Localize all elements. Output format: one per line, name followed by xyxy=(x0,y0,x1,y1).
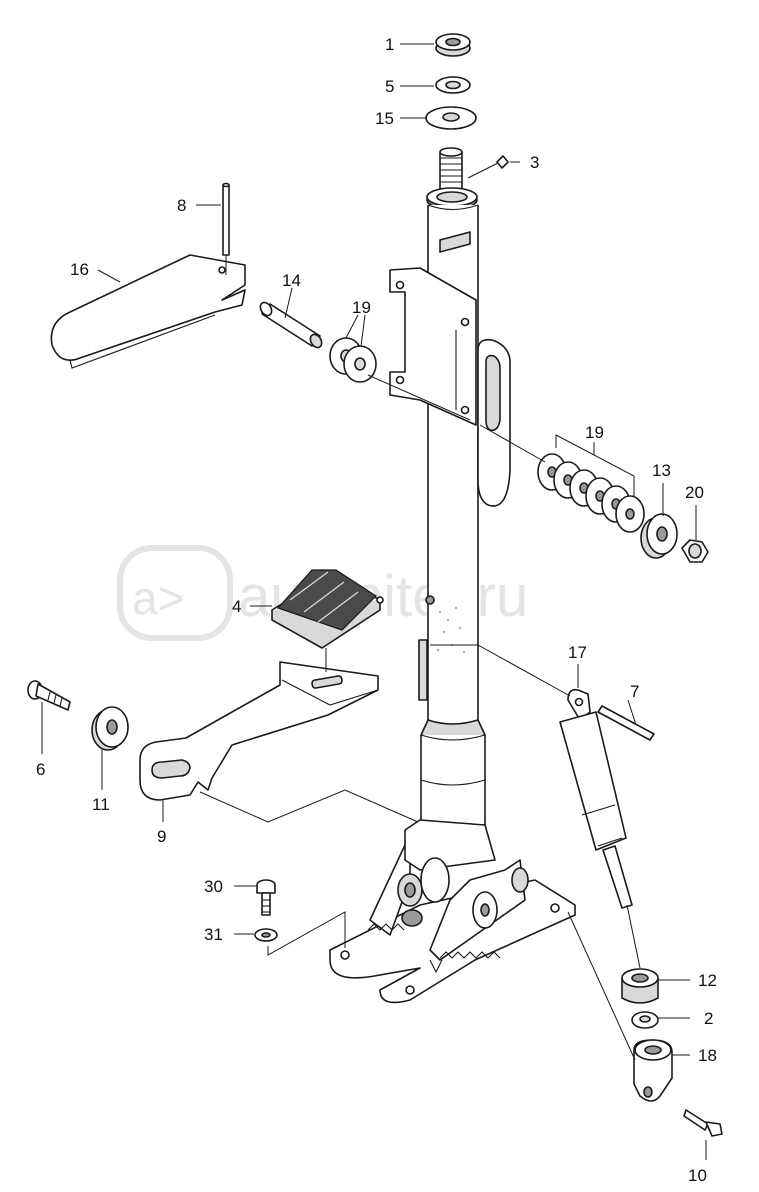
callout-5: 5 xyxy=(385,77,394,96)
lever-part-16 xyxy=(50,254,246,369)
bolt-part-6 xyxy=(27,680,71,711)
callout-3: 3 xyxy=(530,153,539,172)
callout-18: 18 xyxy=(698,1046,717,1065)
callout-20: 20 xyxy=(685,483,704,502)
callout-12: 12 xyxy=(698,971,717,990)
callout-30: 30 xyxy=(204,877,223,896)
pin-part-14 xyxy=(259,301,323,349)
callout-31: 31 xyxy=(204,925,223,944)
washer-part-31 xyxy=(254,928,278,942)
callout-11: 11 xyxy=(92,795,110,814)
bushing-part-12 xyxy=(621,968,659,1004)
callout-15: 15 xyxy=(375,109,394,128)
callout-6: 6 xyxy=(36,760,45,779)
washer-part-5 xyxy=(435,76,471,94)
callout-7: 7 xyxy=(630,682,639,701)
bushing-part-13 xyxy=(640,513,678,559)
pin-part-8 xyxy=(222,182,230,256)
callout-17: 17 xyxy=(568,643,587,662)
pin-part-7 xyxy=(597,705,655,741)
nut-part-20 xyxy=(681,539,709,563)
column-bracket xyxy=(389,267,511,507)
bolt-part-30 xyxy=(256,879,276,916)
pedal-arm-part-9 xyxy=(139,661,379,801)
callout-9: 9 xyxy=(157,827,166,846)
callout-1: 1 xyxy=(385,35,394,54)
callout-10: 10 xyxy=(688,1166,707,1185)
callout-16: 16 xyxy=(70,260,89,279)
pedal-pad-part-4 xyxy=(271,569,384,649)
callout-8: 8 xyxy=(177,196,186,215)
washers-part-19-left xyxy=(329,337,377,383)
steering-column xyxy=(418,147,486,831)
callout-13: 13 xyxy=(652,461,671,480)
washer-part-11 xyxy=(91,706,129,751)
key-part-3 xyxy=(496,155,509,169)
leader-lines xyxy=(41,43,707,1160)
clevis-part-18 xyxy=(633,1039,673,1102)
callout-2: 2 xyxy=(704,1009,713,1028)
washers-part-19-right xyxy=(537,453,645,533)
callout-19-right: 19 xyxy=(585,423,604,442)
nut-part-2 xyxy=(631,1011,659,1029)
callouts: 1 5 15 3 8 16 14 19 19 13 20 4 17 7 6 11… xyxy=(36,35,717,1185)
bolt-part-10 xyxy=(683,1109,723,1137)
svg-text:a>: a> xyxy=(132,572,184,624)
callout-19-left: 19 xyxy=(352,298,371,317)
nut-part-1 xyxy=(435,33,471,57)
callout-4: 4 xyxy=(232,597,241,616)
column-base xyxy=(329,819,576,1004)
callout-14: 14 xyxy=(282,271,301,290)
gas-strut-part-17 xyxy=(559,688,633,909)
washer-part-15 xyxy=(425,106,477,130)
